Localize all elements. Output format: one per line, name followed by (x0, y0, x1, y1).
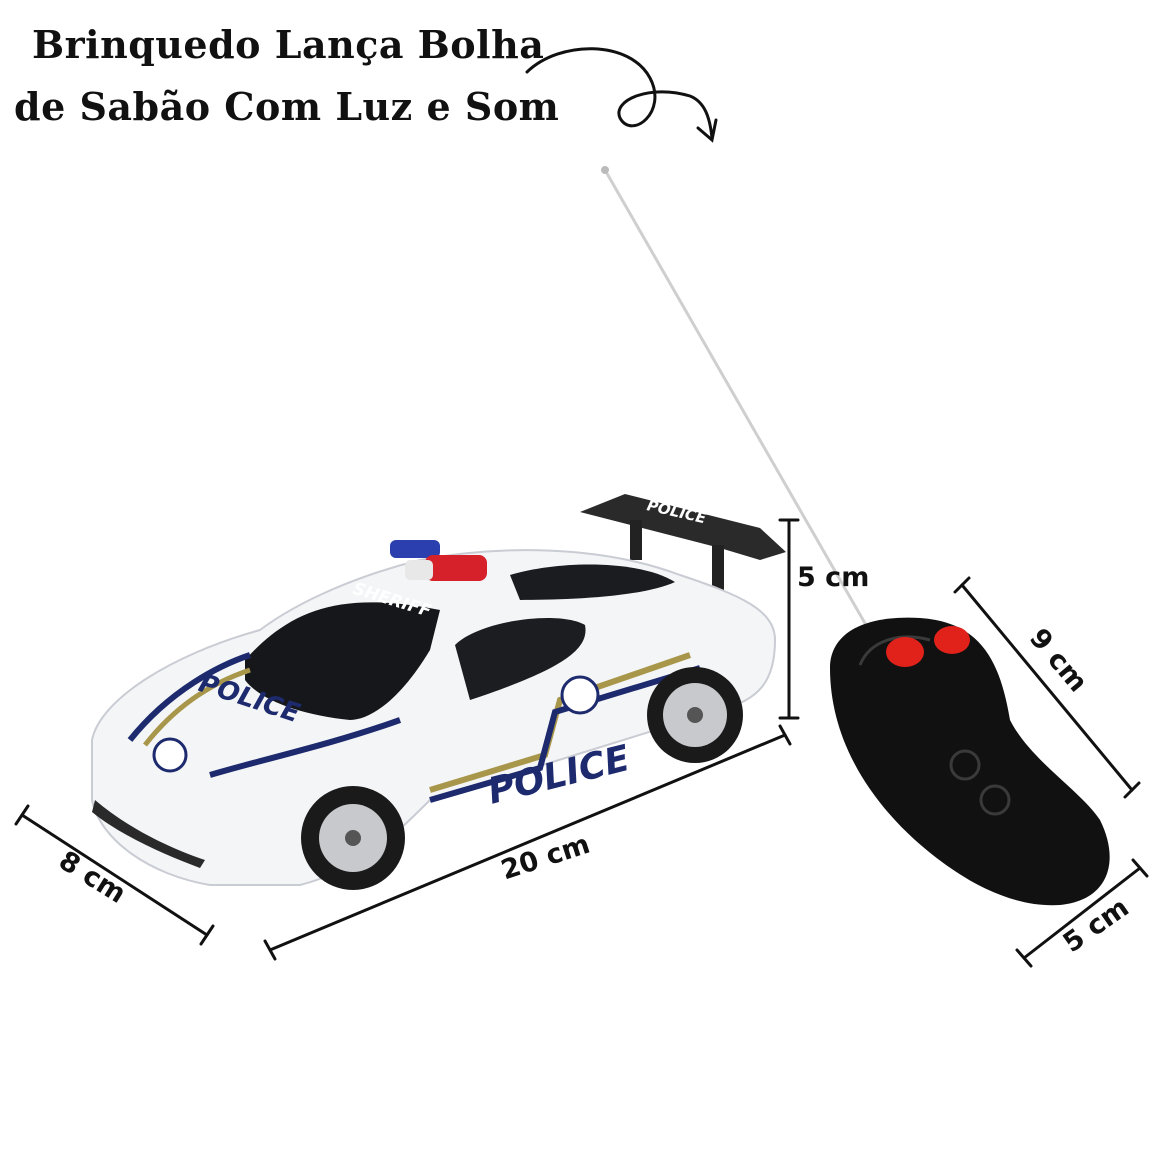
title-line-2: de Sabão Com Luz e Som (14, 84, 560, 129)
left-red-button (886, 637, 924, 667)
rear-wheel (647, 667, 743, 763)
right-red-button (934, 626, 970, 654)
remote-control (830, 617, 1110, 906)
curly-arrow-icon (525, 47, 718, 143)
title-line-1: Brinquedo Lança Bolha (32, 22, 545, 67)
remote-width-line (1015, 858, 1149, 968)
car-height-line (778, 518, 800, 720)
front-wheel (301, 786, 405, 890)
remote-length-line (953, 576, 1141, 799)
car-width-line (14, 804, 215, 946)
car-height-label: 5 cm (797, 562, 870, 593)
antenna (603, 169, 872, 633)
car-length-line (263, 724, 792, 961)
police-car: POLICE POLICE SHERIFF POLICE (91, 494, 786, 890)
